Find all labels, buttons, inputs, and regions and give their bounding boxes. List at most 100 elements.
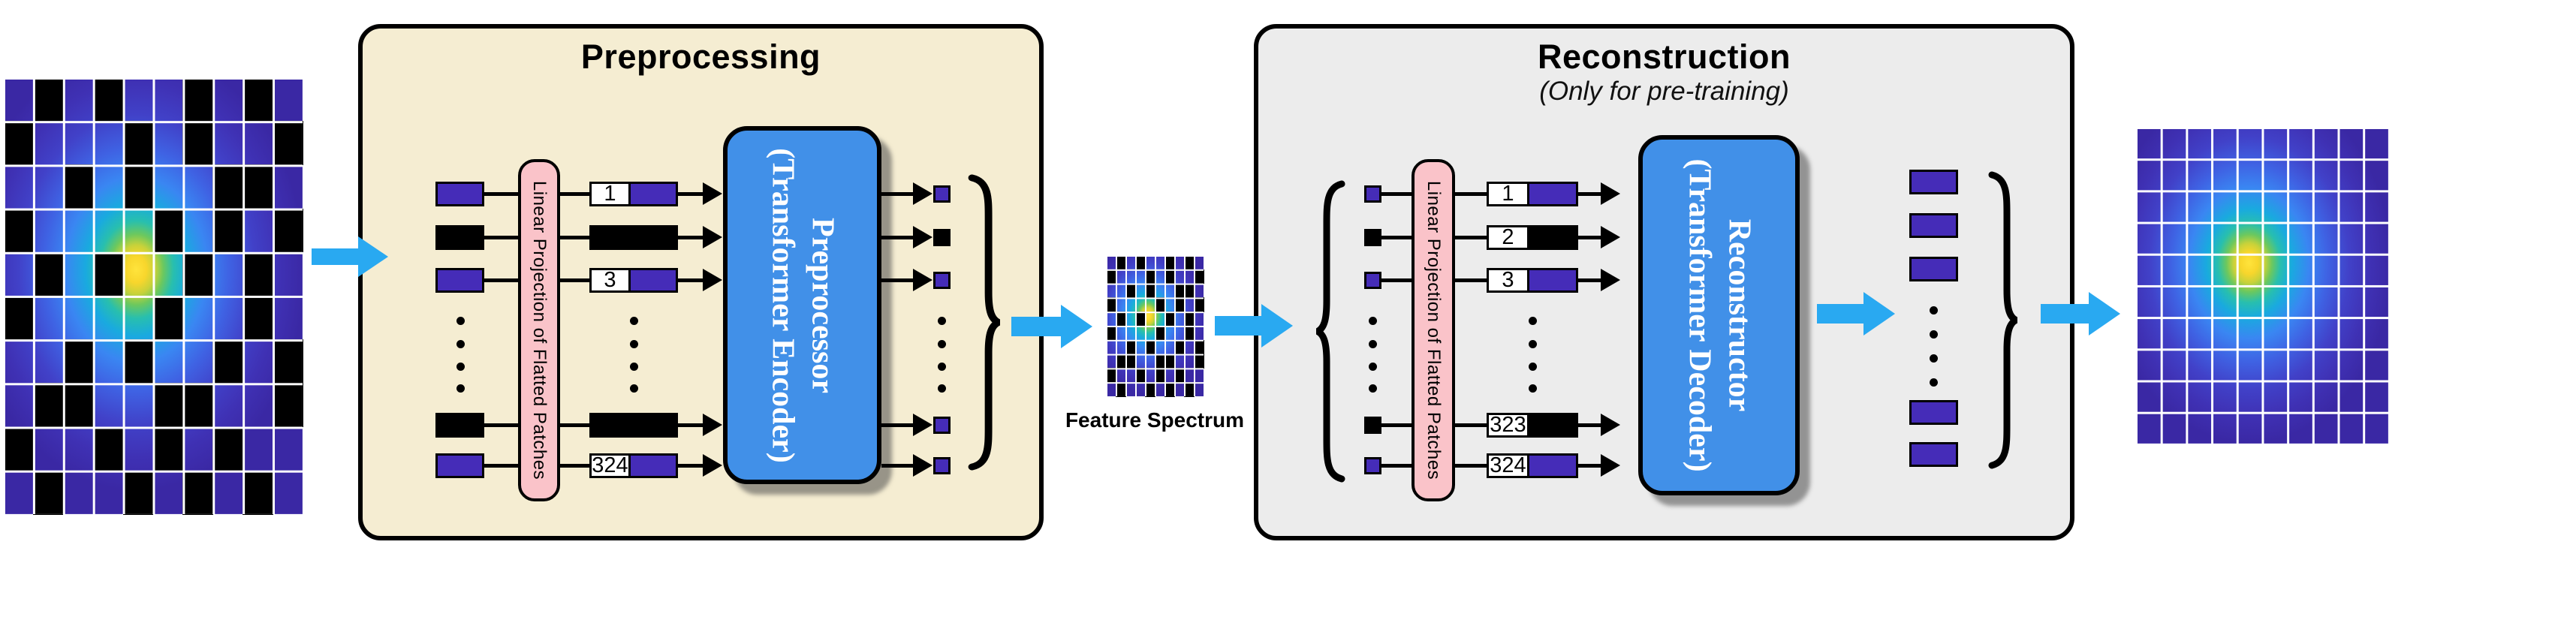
preprocessing-title: Preprocessing [580, 38, 821, 76]
connector-line [1454, 423, 1488, 427]
connector-line [1381, 191, 1413, 196]
decoder-output-bar [1909, 169, 1958, 194]
token-embedding-bar [1527, 267, 1578, 293]
arrowhead [913, 454, 932, 477]
connector-line [678, 191, 704, 196]
decoder-output-bar [1909, 441, 1958, 467]
encoder-output-square [933, 185, 951, 203]
ellipsis-dot [1929, 330, 1938, 339]
linear-projection-box-reconstruction: Linear Projection of Flatted Patches [1412, 159, 1455, 501]
arrowhead [703, 454, 722, 477]
encoder-label-line2: (Transformer Encoder) [765, 147, 800, 463]
connector-line [1454, 191, 1488, 196]
transformer-encoder-box: Preprocessor (Transformer Encoder) [723, 126, 881, 484]
token-embedding-bar [1527, 224, 1578, 250]
arrowhead [1601, 269, 1620, 291]
token-number: 1 [1502, 181, 1514, 206]
flow-arrow-encoder-to-spectrum [1011, 305, 1092, 348]
encoder-label: Preprocessor (Transformer Encoder) [763, 148, 842, 463]
reconstruction-subtitle: (Only for pre-training) [1539, 77, 1789, 106]
ellipsis-dot [1368, 384, 1377, 393]
decoder-label-line2: (Transformer Decoder) [1682, 158, 1717, 472]
token-index-box: 324 [589, 453, 631, 478]
arrowhead [1601, 226, 1620, 248]
ellipsis-dot [1929, 354, 1938, 363]
connector-line [1381, 278, 1413, 282]
latent-token-square [1364, 228, 1381, 246]
curly-brace-close-encoder-output [968, 174, 1000, 471]
connector-line [678, 463, 704, 468]
arrow-tip [1061, 305, 1092, 348]
flow-arrow-to-reconstructed-image [2041, 292, 2120, 336]
token-number: 323 [1490, 412, 1526, 437]
latent-token-square [1364, 271, 1381, 289]
arrowhead [913, 182, 932, 205]
input-patch [435, 224, 484, 250]
arrowhead [1601, 182, 1620, 205]
connector-line [1454, 463, 1488, 468]
arrow-tip [358, 236, 388, 277]
connector-line [881, 191, 914, 196]
token-index-box: 2 [1487, 224, 1529, 250]
connector-line [1578, 423, 1602, 427]
connector-line [881, 235, 914, 239]
ellipsis-dot [456, 384, 465, 393]
token-number: 1 [604, 181, 616, 206]
arrowhead [913, 269, 932, 291]
ellipsis-dot [937, 384, 946, 393]
ellipsis-dot [629, 362, 638, 371]
arrowhead [1601, 454, 1620, 477]
decoder-label: Reconstructor (Transformer Decoder) [1680, 158, 1758, 471]
arrowhead [703, 226, 722, 248]
connector-line [484, 191, 520, 196]
connector-line [1578, 278, 1602, 282]
connector-line [678, 235, 704, 239]
token-embedding-bar [628, 267, 678, 293]
latent-token-square [1364, 185, 1381, 203]
ellipsis-dot [456, 339, 465, 348]
encoder-output-square [933, 416, 951, 434]
arrowhead [703, 182, 722, 205]
connector-line [559, 235, 591, 239]
latent-token-square [1364, 416, 1381, 434]
connector-line [1381, 463, 1413, 468]
ellipsis-dot [629, 384, 638, 393]
feature-spectrum-image [1106, 255, 1204, 397]
input-patch [435, 412, 484, 438]
token-embedding-bar [1527, 453, 1578, 478]
connector-line [1454, 278, 1488, 282]
ellipsis-dot [1528, 384, 1537, 393]
linear-projection-box-preprocessing: Linear Projection of Flatted Patches [518, 159, 560, 501]
arrow-shaft [1011, 317, 1061, 336]
flow-arrow-decoder-to-tokens [1817, 292, 1895, 336]
ellipsis-dot [1528, 362, 1537, 371]
ellipsis-dot [1368, 362, 1377, 371]
latent-token-square [1364, 456, 1381, 474]
connector-line [881, 278, 914, 282]
decoder-output-bar [1909, 256, 1958, 281]
linear-projection-label: Linear Projection of Flatted Patches [1424, 180, 1444, 480]
ellipsis-dot [1528, 339, 1537, 348]
token-number: 324 [1490, 453, 1526, 477]
flow-arrow-spectrum-to-reconstruction [1215, 304, 1293, 348]
grid-lines [3, 77, 303, 514]
ellipsis-dot [1368, 316, 1377, 325]
token-index-box: 3 [1487, 267, 1529, 293]
token-number: 3 [1502, 267, 1514, 292]
input-patch [435, 181, 484, 206]
ellipsis-dot [1929, 305, 1938, 314]
encoder-output-square [933, 271, 951, 289]
encoder-output-square [933, 456, 951, 474]
token-embedding-bar [628, 453, 678, 478]
encoder-output-square [933, 228, 951, 246]
connector-line [678, 278, 704, 282]
arrow-tip [2089, 292, 2120, 336]
connector-line [484, 423, 520, 427]
token-number: 324 [592, 453, 628, 477]
arrow-tip [1863, 292, 1895, 336]
feature-spectrum-label: Feature Spectrum [1065, 408, 1245, 432]
connector-line [559, 191, 591, 196]
arrowhead [913, 414, 932, 436]
arrowhead [703, 414, 722, 436]
transformer-decoder-box: Reconstructor (Transformer Decoder) [1638, 135, 1800, 495]
